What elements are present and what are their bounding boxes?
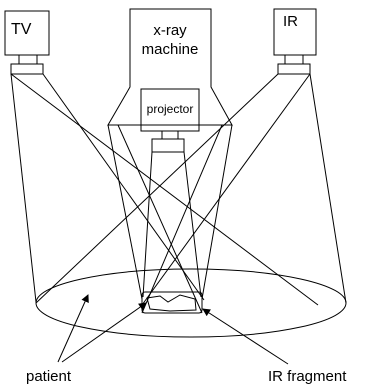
ir-fragment-label: IR fragment bbox=[268, 368, 347, 385]
projector-beam-lines bbox=[142, 151, 202, 298]
ir-fragment-pointer-arrow bbox=[202, 308, 289, 365]
projector bbox=[140, 88, 200, 153]
patient-ellipse bbox=[35, 268, 347, 338]
xray-beam-lines bbox=[107, 124, 233, 314]
tv-view-lines bbox=[10, 73, 319, 306]
ir-camera-neck bbox=[284, 54, 304, 65]
patient-pointer-arrow bbox=[57, 294, 89, 363]
ir-view-lines bbox=[35, 73, 347, 306]
projector-lens bbox=[151, 138, 185, 153]
ir-camera bbox=[273, 8, 317, 75]
tv-camera-lens bbox=[10, 63, 44, 75]
patient-pointer-arrow bbox=[61, 302, 147, 363]
tv-label: TV bbox=[11, 21, 32, 38]
tv-camera-neck bbox=[18, 54, 38, 65]
ir-fragment-shape bbox=[146, 294, 197, 312]
projector-label: projector bbox=[147, 102, 194, 116]
ir-camera-lens bbox=[277, 63, 311, 75]
label-pointers bbox=[57, 294, 289, 365]
patient-label: patient bbox=[26, 368, 72, 385]
xray-label-line1: x-ray bbox=[153, 22, 187, 39]
projector-neck bbox=[161, 130, 179, 140]
ir-label: IR bbox=[283, 13, 298, 30]
tv-camera bbox=[4, 10, 50, 75]
xray-label-line2: machine bbox=[142, 41, 199, 58]
